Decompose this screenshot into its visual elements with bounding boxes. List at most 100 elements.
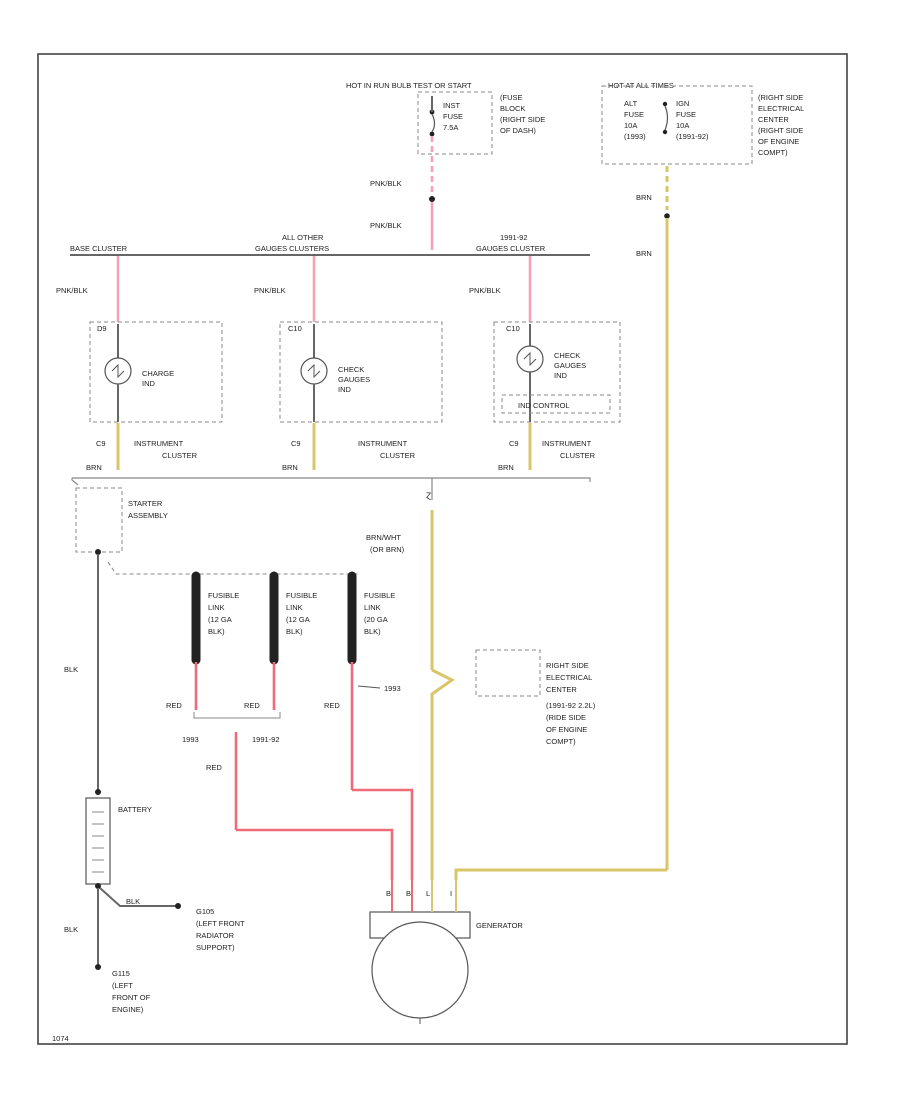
fuse-terminal-bottom [429, 131, 435, 137]
fl2-l2: LINK [286, 603, 303, 612]
hot-loc-4: (RIGHT SIDE [758, 126, 803, 135]
cluster-base-outline [89, 321, 223, 423]
ground-g100-wire: BLK [126, 897, 140, 906]
hot-col2-1: IGN [676, 99, 689, 108]
cluster-9192-label-2: CLUSTER [560, 451, 596, 460]
wire-label-brn-top-2: BRN [636, 249, 652, 258]
fl1-l2: LINK [208, 603, 225, 612]
g115-2: (LEFT [112, 981, 133, 990]
rc-5: (RIDE SIDE [546, 713, 586, 722]
hot-loc-6: COMPT) [758, 148, 788, 157]
gen-pin-3: L [426, 889, 430, 898]
gen-pin-1: B [386, 889, 391, 898]
cluster-base-label-1: INSTRUMENT [134, 439, 184, 448]
svg-text:Ɀ: Ɀ [426, 491, 432, 500]
hot-outline [601, 85, 753, 165]
hot-loc-5: OF ENGINE [758, 137, 799, 146]
cluster-all-other: C10 CHECK GAUGES IND C9 INSTRUMENT CLUST… [279, 321, 443, 460]
gen-pin-2: B [406, 889, 411, 898]
fl1-l1: FUSIBLE [208, 591, 239, 600]
rc-7: COMPT) [546, 737, 576, 746]
ind-control-label: IND CONTROL [518, 401, 570, 410]
cluster-base-lamp-2: IND [142, 379, 156, 388]
hot-col1-2: FUSE [624, 110, 644, 119]
fuse-loc-3: (RIGHT SIDE [500, 115, 545, 124]
cluster-9192-bottom-pin: C9 [509, 439, 519, 448]
or-brn-label: (OR BRN) [370, 545, 405, 554]
starter-outline [75, 487, 123, 553]
pnk-blk-c2: PNK/BLK [254, 286, 286, 295]
fl2-l3: (12 GA [286, 615, 310, 624]
rc-1: RIGHT SIDE [546, 661, 589, 670]
hot-col2-4: (1991-92) [676, 132, 709, 141]
rc-6: OF ENGINE [546, 725, 587, 734]
fuse-element [431, 113, 436, 133]
diagram-frame [37, 53, 848, 1045]
cluster-base-lamp-1: CHARGE [142, 369, 174, 378]
battery-label: BATTERY [118, 805, 152, 814]
fl2-l1: FUSIBLE [286, 591, 317, 600]
brn-wht-label: BRN/WHT [366, 533, 401, 542]
cluster-other-lamp-1: CHECK [338, 365, 364, 374]
fl1-l4: BLK) [208, 627, 225, 636]
hot-col1-3: 10A [624, 121, 637, 130]
battery-body [85, 797, 111, 885]
year-1991-92: 1991-92 [252, 735, 280, 744]
red-label-1: RED [166, 701, 182, 710]
starter-to-links-dash [107, 561, 360, 575]
starter-assembly: STARTER ASSEMBLY [75, 487, 168, 555]
brn-c2: BRN [282, 463, 298, 472]
hot-col2-2: FUSE [676, 110, 696, 119]
bus-label-other-1: ALL OTHER [282, 233, 324, 242]
generator-label: GENERATOR [476, 921, 523, 930]
cluster-9192-top-pin: C10 [506, 324, 520, 333]
splice-s200 [429, 196, 435, 202]
rc-3: CENTER [546, 685, 577, 694]
fuse-block-outline [417, 91, 493, 155]
hot-col2-3: 10A [676, 121, 689, 130]
hot-loc-3: CENTER [758, 115, 789, 124]
brn-merge-bus [71, 477, 591, 486]
year-1993: 1993 [182, 735, 199, 744]
bus-label-9192-1: 1991-92 [500, 233, 528, 242]
generator-body [371, 921, 469, 1019]
cluster-9192-outline [493, 321, 621, 423]
starter-terminal [95, 549, 101, 555]
cluster-9192-lamp-3: IND [554, 371, 568, 380]
g105-1: G105 [196, 907, 214, 916]
g105-3: RADIATOR [196, 931, 235, 940]
fusible-links: FUSIBLE LINK (12 GA BLK) FUSIBLE LINK (1… [191, 571, 395, 665]
pnk-blk-c3: PNK/BLK [469, 286, 501, 295]
fuse-loc-1: (FUSE [500, 93, 523, 102]
rc-2: ELECTRICAL [546, 673, 592, 682]
g115-3: FRONT OF [112, 993, 151, 1002]
starter-label-1: STARTER [128, 499, 163, 508]
cluster-base-bottom-pin: C9 [96, 439, 106, 448]
bus-label-base: BASE CLUSTER [70, 244, 128, 253]
cluster-base-label-2: CLUSTER [162, 451, 198, 460]
fl3-l4: BLK) [364, 627, 381, 636]
brn-c1: BRN [86, 463, 102, 472]
g115-4: ENGINE) [112, 1005, 144, 1014]
red-label-4: RED [324, 701, 340, 710]
cluster-other-lamp-3: IND [338, 385, 352, 394]
fuse-text-3: 7.5A [443, 123, 458, 132]
g105-2: (LEFT FRONT [196, 919, 245, 928]
cluster-other-outline [279, 321, 443, 423]
hot-col1-4: (1993) [624, 132, 646, 141]
bus-label-9192-2: GAUGES CLUSTER [476, 244, 546, 253]
cluster-9192-lamp-1: CHECK [554, 351, 580, 360]
fuse-text-1: INST [443, 101, 461, 110]
fl2-l4: BLK) [286, 627, 303, 636]
fuse-loc-4: OF DASH) [500, 126, 536, 135]
fuse-text-2: FUSE [443, 112, 463, 121]
cluster-9192-lamp-2: GAUGES [554, 361, 586, 370]
red-label-3: RED [206, 763, 222, 772]
fl1-l3: (12 GA [208, 615, 232, 624]
hot-col1-1: ALT [624, 99, 638, 108]
cluster-other-lamp-2: GAUGES [338, 375, 370, 384]
cluster-other-label-2: CLUSTER [380, 451, 416, 460]
g115-1: G115 [112, 969, 130, 978]
starter-label-2: ASSEMBLY [128, 511, 168, 520]
